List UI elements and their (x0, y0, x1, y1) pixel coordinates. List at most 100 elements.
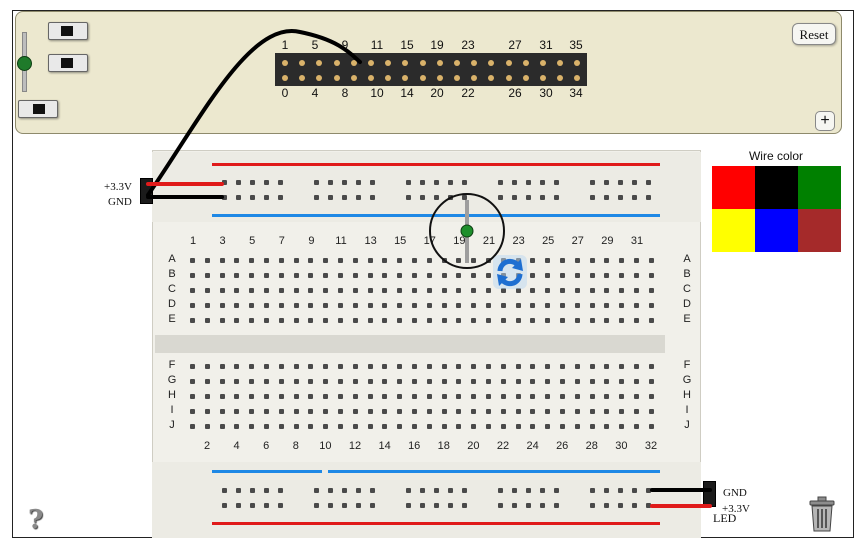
breadboard-hole[interactable] (412, 394, 417, 399)
breadboard-hole[interactable] (512, 503, 517, 508)
breadboard-hole[interactable] (234, 364, 240, 369)
breadboard-hole[interactable] (250, 195, 255, 200)
breadboard-hole[interactable] (486, 379, 491, 384)
reset-button[interactable]: Reset (792, 23, 836, 45)
breadboard-hole[interactable] (219, 288, 225, 293)
breadboard-hole[interactable] (190, 318, 195, 323)
breadboard-hole[interactable] (634, 364, 639, 369)
breadboard-hole[interactable] (515, 394, 521, 399)
breadboard-hole[interactable] (412, 409, 417, 414)
breadboard-hole[interactable] (397, 409, 403, 414)
breadboard-hole[interactable] (264, 379, 269, 384)
header-pin-hole[interactable] (368, 60, 374, 66)
header-pin-hole[interactable] (505, 60, 512, 66)
breadboard-hole[interactable] (250, 503, 255, 508)
wire-color-brown[interactable] (798, 209, 841, 252)
breadboard-hole[interactable] (219, 379, 225, 384)
breadboard-hole[interactable] (293, 303, 299, 308)
breadboard-hole[interactable] (618, 195, 623, 200)
breadboard-hole[interactable] (498, 488, 503, 493)
breadboard-hole[interactable] (367, 318, 373, 323)
breadboard-hole[interactable] (264, 258, 269, 263)
breadboard-hole[interactable] (356, 195, 361, 200)
breadboard-hole[interactable] (204, 318, 210, 323)
breadboard-hole[interactable] (560, 394, 565, 399)
breadboard-hole[interactable] (545, 288, 551, 293)
breadboard-hole[interactable] (486, 364, 491, 369)
breadboard-hole[interactable] (462, 488, 467, 493)
header-pin-hole[interactable] (299, 75, 306, 81)
header-pin-hole[interactable] (557, 60, 564, 66)
breadboard-hole[interactable] (367, 364, 373, 369)
breadboard-hole[interactable] (441, 273, 447, 278)
breadboard-hole[interactable] (397, 288, 403, 293)
breadboard-hole[interactable] (486, 318, 491, 323)
breadboard-hole[interactable] (367, 273, 373, 278)
breadboard-hole[interactable] (619, 379, 625, 384)
breadboard-hole[interactable] (648, 303, 654, 308)
header-pin-hole[interactable] (419, 75, 426, 81)
breadboard-hole[interactable] (554, 503, 559, 508)
breadboard-hole[interactable] (456, 409, 462, 414)
breadboard-hole[interactable] (634, 409, 639, 414)
breadboard-hole[interactable] (619, 288, 625, 293)
breadboard-hole[interactable] (278, 273, 284, 278)
breadboard-hole[interactable] (589, 379, 595, 384)
breadboard-hole[interactable] (278, 424, 284, 429)
header-pin-hole[interactable] (471, 75, 478, 81)
breadboard-hole[interactable] (397, 379, 403, 384)
breadboard-hole[interactable] (574, 394, 580, 399)
breadboard-hole[interactable] (338, 288, 343, 293)
breadboard-hole[interactable] (545, 273, 551, 278)
breadboard-hole[interactable] (646, 180, 651, 185)
breadboard-hole[interactable] (448, 195, 453, 200)
breadboard-hole[interactable] (352, 258, 358, 263)
breadboard-hole[interactable] (250, 180, 255, 185)
breadboard-hole[interactable] (590, 503, 595, 508)
header-pin-hole[interactable] (402, 60, 409, 66)
breadboard-hole[interactable] (382, 318, 388, 323)
header-pin-hole[interactable] (350, 75, 357, 81)
breadboard-hole[interactable] (234, 424, 240, 429)
breadboard-hole[interactable] (338, 394, 343, 399)
header-pin-hole[interactable] (282, 60, 288, 66)
header-pin-hole[interactable] (574, 60, 581, 66)
breadboard-hole[interactable] (545, 303, 551, 308)
header-pin-hole[interactable] (540, 75, 546, 81)
breadboard-hole[interactable] (342, 503, 347, 508)
breadboard-hole[interactable] (448, 180, 453, 185)
breadboard-hole[interactable] (382, 258, 388, 263)
breadboard-hole[interactable] (648, 424, 654, 429)
breadboard-hole[interactable] (356, 488, 361, 493)
breadboard-hole[interactable] (190, 379, 195, 384)
breadboard-hole[interactable] (308, 288, 314, 293)
breadboard-hole[interactable] (264, 424, 269, 429)
breadboard-hole[interactable] (486, 273, 491, 278)
breadboard-hole[interactable] (219, 303, 225, 308)
breadboard-hole[interactable] (426, 379, 432, 384)
breadboard-hole[interactable] (278, 288, 284, 293)
breadboard-hole[interactable] (249, 318, 255, 323)
breadboard-hole[interactable] (234, 288, 240, 293)
breadboard-hole[interactable] (589, 364, 595, 369)
breadboard-hole[interactable] (560, 424, 565, 429)
breadboard-hole[interactable] (342, 488, 347, 493)
breadboard-hole[interactable] (406, 195, 411, 200)
breadboard-hole[interactable] (323, 273, 329, 278)
breadboard-hole[interactable] (604, 273, 610, 278)
breadboard-hole[interactable] (560, 273, 565, 278)
breadboard-hole[interactable] (634, 273, 639, 278)
breadboard-hole[interactable] (554, 195, 559, 200)
breadboard-hole[interactable] (441, 258, 447, 263)
breadboard-hole[interactable] (589, 258, 595, 263)
breadboard-hole[interactable] (648, 409, 654, 414)
breadboard-hole[interactable] (249, 258, 255, 263)
breadboard-hole[interactable] (545, 258, 551, 263)
wire-color-blue[interactable] (755, 209, 798, 252)
breadboard-hole[interactable] (560, 303, 565, 308)
header-pin-hole[interactable] (419, 60, 426, 66)
breadboard-hole[interactable] (619, 424, 625, 429)
breadboard-hole[interactable] (560, 318, 565, 323)
breadboard-hole[interactable] (420, 503, 425, 508)
breadboard-hole[interactable] (328, 180, 333, 185)
